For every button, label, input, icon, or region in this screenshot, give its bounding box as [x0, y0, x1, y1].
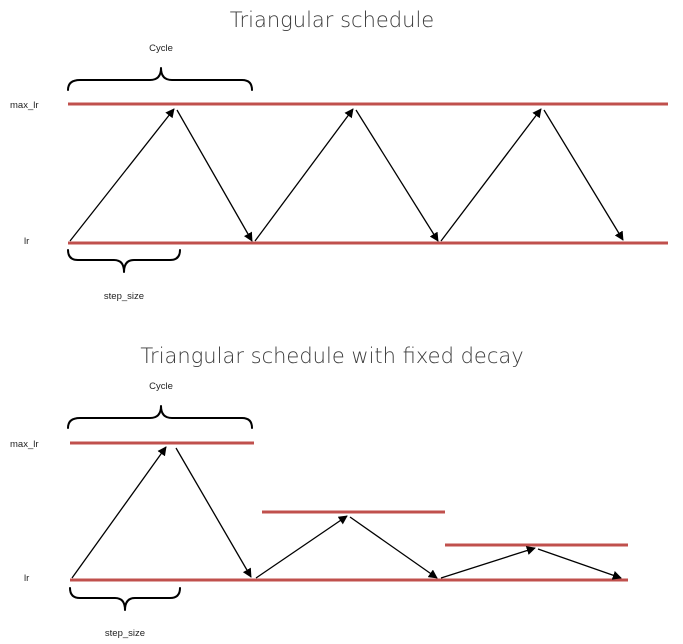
rise-arrow — [440, 546, 536, 579]
rise-arrow — [255, 515, 348, 579]
step-size-brace — [69, 587, 181, 611]
schedule-arrows — [69, 108, 624, 242]
rise-arrow — [254, 108, 354, 242]
step-size-label: step_size — [104, 291, 144, 302]
fall-arrow — [349, 516, 438, 579]
schedule-arrows — [71, 446, 622, 580]
cycle-brace — [67, 405, 253, 429]
cycle-brace — [67, 67, 253, 91]
max-lr-label: max_lr — [10, 439, 39, 450]
panel-triangular-decay: Triangular schedule with fixed decay Cyc… — [10, 344, 628, 639]
step-size-label: step_size — [105, 628, 145, 639]
cycle-label: Cycle — [149, 43, 173, 54]
panel-title: Triangular schedule with fixed decay — [140, 344, 523, 368]
rise-arrow — [69, 108, 175, 242]
lr-label: lr — [24, 236, 29, 247]
cycle-label: Cycle — [149, 381, 173, 392]
lr-label: lr — [24, 573, 29, 584]
fall-arrow — [175, 447, 252, 578]
fall-arrow — [355, 109, 439, 242]
rise-arrow — [440, 108, 542, 242]
max-lr-label: max_lr — [10, 100, 39, 111]
step-size-brace — [67, 249, 181, 273]
fall-arrow — [537, 548, 622, 580]
panel-triangular: Triangular schedule Cycle max_lr lr step… — [10, 8, 668, 302]
panel-title: Triangular schedule — [230, 8, 434, 32]
fall-arrow — [543, 109, 624, 241]
rise-arrow — [71, 446, 167, 579]
fall-arrow — [176, 109, 253, 242]
